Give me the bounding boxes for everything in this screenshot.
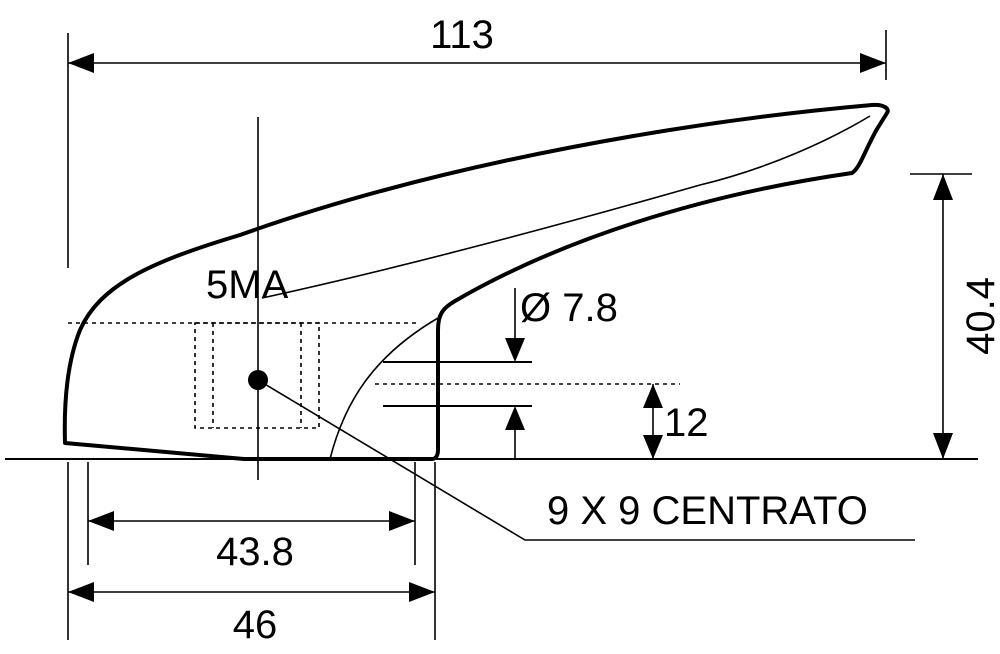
hole-dim-lower-arrow: [505, 406, 525, 430]
handle-front-edge: [329, 317, 439, 460]
hole-diameter-label: Ø 7.8: [520, 286, 618, 330]
inner-length-arrow-right: [389, 511, 415, 531]
overall-length-label: 113: [430, 13, 494, 57]
socket-leader-line: [257, 379, 915, 541]
base-length-label: 46: [233, 603, 278, 647]
handle-inner-contour: [261, 115, 871, 299]
square-socket-label: 9 X 9 CENTRATO: [547, 489, 868, 533]
inner-length-arrow-left: [88, 511, 114, 531]
axis-height-arrow-down: [643, 435, 663, 459]
handle-outline: [62, 102, 890, 461]
hidden-socket-outer: [194, 322, 320, 429]
axis-height-label: 12: [664, 401, 709, 445]
base-length-arrow-right: [409, 582, 435, 602]
height-arrow-up: [933, 174, 953, 200]
hole-dim-upper-arrow: [505, 338, 525, 362]
inner-length-label: 43.8: [216, 530, 294, 574]
length-arrow-right: [860, 53, 886, 73]
length-arrow-left: [68, 53, 94, 73]
axis-height-arrow-up: [643, 384, 663, 408]
model-label: 5MA: [206, 263, 289, 307]
base-length-arrow-left: [68, 582, 94, 602]
height-label: 40.4: [959, 277, 1000, 355]
height-arrow-down: [933, 433, 953, 459]
